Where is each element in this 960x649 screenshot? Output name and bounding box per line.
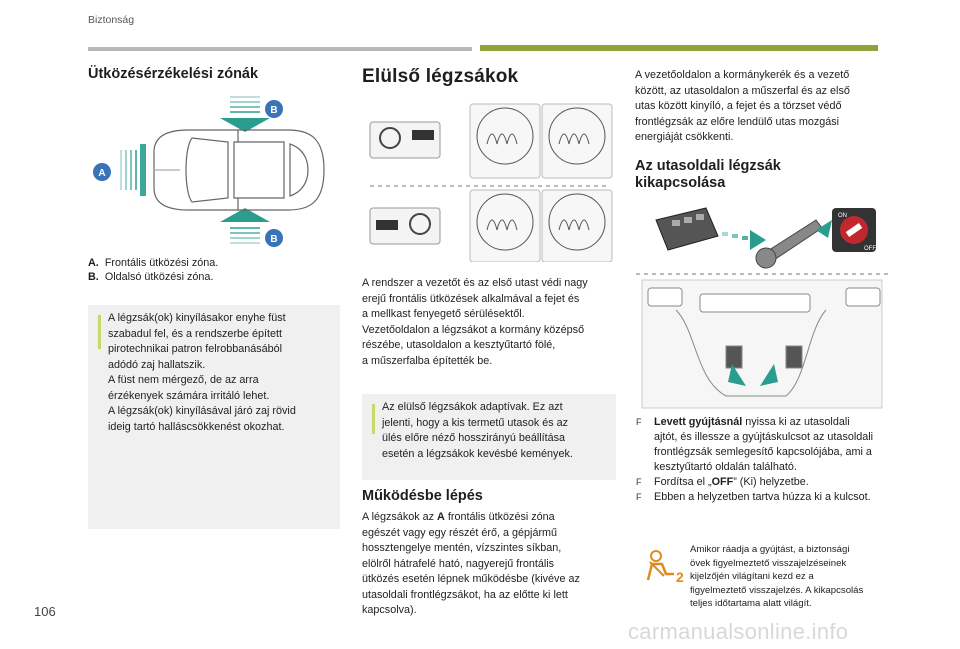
legend-item-b: B.Oldalsó ütközési zóna. <box>88 271 214 283</box>
section-label: Biztonság <box>88 14 135 26</box>
deactivation-steps: F Levett gyújtásnál nyissa ki az utasold… <box>636 415 890 505</box>
collision-zones-title: Ütközésérzékelési zónák <box>88 66 259 82</box>
svg-text:2: 2 <box>676 569 684 584</box>
activation-text: A légzsákok az A frontális ütközési zóna… <box>362 511 580 616</box>
note-accent-bar <box>98 315 101 349</box>
zone-b-marker-top <box>265 100 283 118</box>
switch-off-badge: ON OFF <box>832 208 876 252</box>
teal-arrow-icon <box>816 220 832 238</box>
front-airbags-description: A rendszer a vezetőt és az első utast vé… <box>362 277 588 367</box>
front-airbags-illustration <box>369 103 613 262</box>
watermark: carmanualsonline.info <box>628 619 849 644</box>
collision-zones-diagram: A B B <box>93 96 325 247</box>
step-marker: F <box>636 417 642 427</box>
side-impact-arrow-bottom <box>220 208 270 244</box>
svg-text:OFF: OFF <box>864 246 876 252</box>
svg-text:ON: ON <box>838 213 847 219</box>
zone-legend: A.Frontális ütközési zóna. B.Oldalsó ütk… <box>88 256 338 284</box>
airbag-bottom-row <box>369 189 613 262</box>
header-rule-green <box>480 45 878 51</box>
legend-item-a: A.Frontális ütközési zóna. <box>88 257 219 269</box>
airbag-top-row <box>369 103 613 179</box>
airbag-purpose-text: A vezetőoldalon a kormánykerék és a veze… <box>635 69 850 143</box>
zone-b-label-bottom: B <box>270 234 277 245</box>
zone-b-label-top: B <box>270 105 277 116</box>
key-fob <box>655 207 719 251</box>
zone-b-marker-bottom <box>265 229 283 247</box>
seatbelt-warning-icon: 2 <box>646 550 684 584</box>
header-rule-grey <box>88 47 472 51</box>
deactivation-illustration: ON OFF <box>636 207 888 409</box>
note-accent-bar <box>372 404 375 434</box>
step-2: F Fordítsa el „OFF” (Ki) helyzetbe. <box>636 476 809 488</box>
teal-arrow-icon <box>722 230 766 250</box>
teal-arrow-icon <box>728 364 778 386</box>
step-marker: F <box>636 492 642 502</box>
step-marker: F <box>636 477 642 487</box>
step-1: F Levett gyújtásnál nyissa ki az utasold… <box>636 416 874 473</box>
car-top-view <box>153 129 325 211</box>
page-number: 106 <box>34 604 56 619</box>
zone-a-label: A <box>98 168 105 179</box>
key-blade <box>755 219 823 269</box>
step-3: F Ebben a helyzetben tartva húzza ki a k… <box>636 491 871 503</box>
front-airbags-title: Elülső légzsákok <box>362 66 519 87</box>
activation-title: Működésbe lépés <box>362 488 483 504</box>
dashboard-side-view <box>641 279 883 409</box>
front-impact-arrow <box>120 144 146 196</box>
zone-a-marker <box>93 163 111 181</box>
side-impact-arrow-top <box>220 96 270 132</box>
